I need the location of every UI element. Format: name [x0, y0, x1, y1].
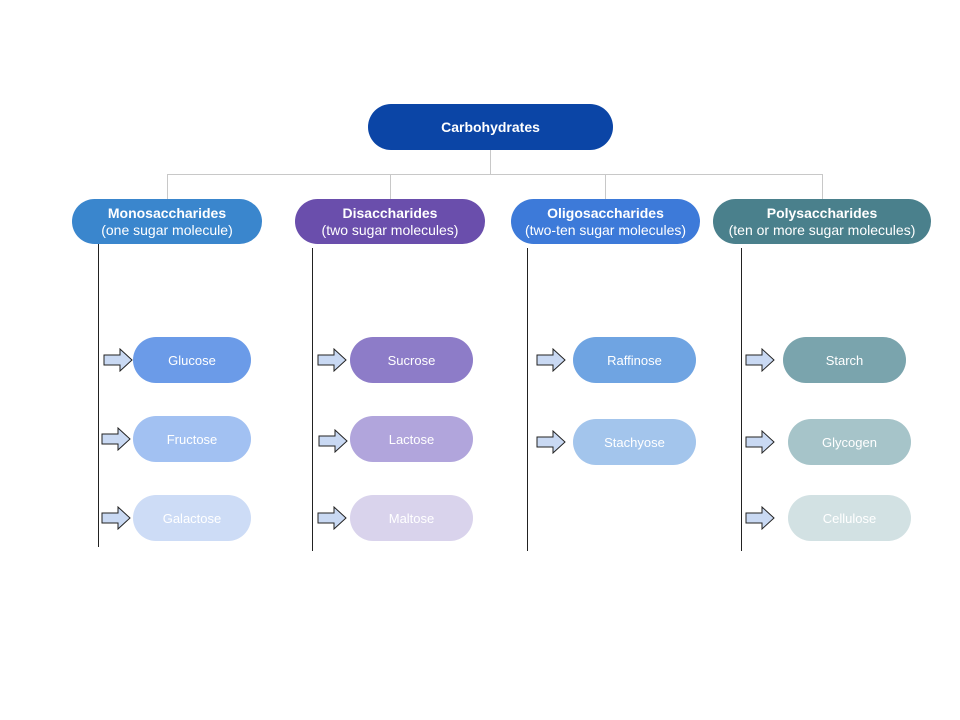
item-label: Galactose	[162, 510, 222, 526]
item-label: Lactose	[388, 431, 435, 447]
item-starch: Starch	[783, 337, 906, 383]
category-subtitle: (one sugar molecule)	[101, 221, 233, 238]
item-label: Fructose	[166, 431, 218, 447]
item-fructose: Fructose	[133, 416, 251, 462]
arrow-right-icon	[103, 348, 133, 372]
item-raffinose: Raffinose	[573, 337, 696, 383]
category-oligosaccharides: Oligosaccharides (two-ten sugar molecule…	[511, 199, 700, 244]
item-galactose: Galactose	[133, 495, 251, 541]
item-stachyose: Stachyose	[573, 419, 696, 465]
item-label: Cellulose	[822, 510, 877, 526]
connector-disaccharides	[390, 174, 391, 199]
arrow-right-icon	[536, 348, 566, 372]
item-label: Glycogen	[822, 434, 877, 450]
category-title: Polysaccharides	[766, 204, 878, 221]
item-lactose: Lactose	[350, 416, 473, 462]
rail-oligosaccharides	[527, 248, 528, 551]
rail-polysaccharides	[741, 248, 742, 551]
item-cellulose: Cellulose	[788, 495, 911, 541]
category-subtitle: (two sugar molecules)	[321, 221, 459, 238]
category-polysaccharides: Polysaccharides (ten or more sugar molec…	[713, 199, 931, 244]
arrow-right-icon	[745, 348, 775, 372]
arrow-right-icon	[318, 429, 348, 453]
connector-oligosaccharides	[605, 174, 606, 199]
rail-disaccharides	[312, 248, 313, 551]
arrow-right-icon	[745, 506, 775, 530]
item-glucose: Glucose	[133, 337, 251, 383]
item-label: Glucose	[168, 352, 216, 368]
arrow-right-icon	[317, 348, 347, 372]
category-monosaccharides: Monosaccharides (one sugar molecule)	[72, 199, 262, 244]
category-title: Monosaccharides	[107, 204, 227, 221]
item-label: Raffinose	[607, 352, 662, 368]
item-maltose: Maltose	[350, 495, 473, 541]
arrow-right-icon	[101, 506, 131, 530]
connector-polysaccharides	[822, 174, 823, 199]
arrow-right-icon	[101, 427, 131, 451]
category-title: Disaccharides	[342, 204, 438, 221]
category-subtitle: (ten or more sugar molecules)	[728, 221, 916, 238]
category-bus-line	[167, 174, 823, 175]
category-title: Oligosaccharides	[547, 204, 664, 221]
root-node-carbohydrates: Carbohydrates	[368, 104, 613, 150]
arrow-right-icon	[536, 430, 566, 454]
rail-monosaccharides	[98, 244, 99, 547]
arrow-right-icon	[317, 506, 347, 530]
item-label: Stachyose	[604, 434, 665, 450]
item-sucrose: Sucrose	[350, 337, 473, 383]
root-connector	[490, 150, 491, 174]
arrow-right-icon	[745, 430, 775, 454]
item-label: Maltose	[388, 510, 435, 526]
root-label: Carbohydrates	[441, 119, 540, 135]
category-subtitle: (two-ten sugar molecules)	[524, 221, 687, 238]
item-label: Starch	[825, 352, 864, 368]
category-disaccharides: Disaccharides (two sugar molecules)	[295, 199, 485, 244]
item-glycogen: Glycogen	[788, 419, 911, 465]
item-label: Sucrose	[387, 352, 436, 368]
connector-monosaccharides	[167, 174, 168, 199]
